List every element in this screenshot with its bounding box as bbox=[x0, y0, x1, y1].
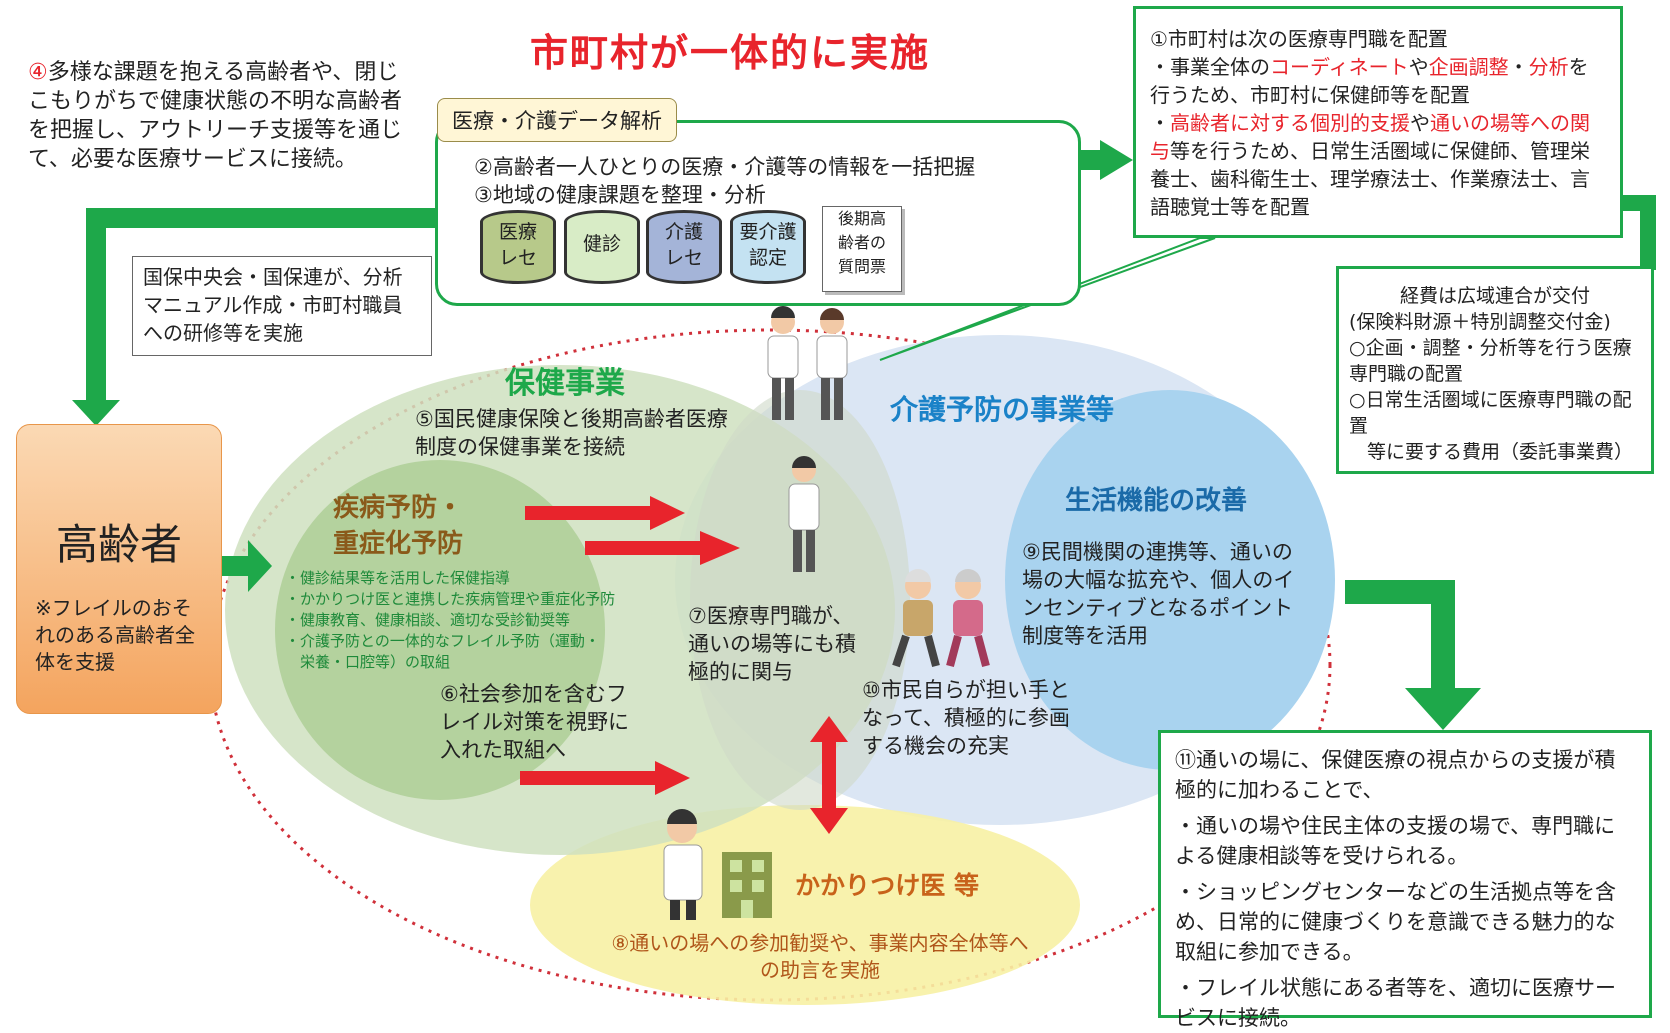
staffing-bullet-1: ・事業全体のコーディネートや企画調整・分析を行うため、市町村に保健師等を配置 bbox=[1150, 55, 1589, 107]
funding-head: 経費は広域連合が交付 bbox=[1399, 285, 1590, 307]
nurse-icon bbox=[788, 456, 820, 572]
benefits-bullet-2: ・ショッピングセンターなどの生活拠点等を含め、日常的に健康づくりを意識できる魅力… bbox=[1175, 880, 1616, 964]
kokuho-note: 国保中央会・国保連が、分析マニュアル作成・市町村職員への研修等を実施 bbox=[132, 256, 432, 356]
db-medical-receipt: 医療 レセ bbox=[480, 210, 556, 284]
db-checkup: 健診 bbox=[564, 210, 640, 284]
red-arrows bbox=[520, 496, 848, 834]
clinic-building-icon bbox=[722, 852, 772, 918]
item-7: ⑦医療専門職が、通いの場等にも積極的に関与 bbox=[688, 604, 856, 684]
funding-item-2: ○日常生活圏域に医療専門職の配置 bbox=[1349, 389, 1632, 437]
nurse-icon-pair bbox=[767, 306, 848, 420]
funding-item-1: ○企画・調整・分析等を行う医療専門職の配置 bbox=[1349, 337, 1632, 385]
shippei-bullets: ・健診結果等を活用した保健指導 ・かかりつけ医と連携した疾病管理や重症化予防 ・… bbox=[285, 568, 665, 673]
elderly-note: ※フレイルのおそれのある高齢者全体を支援 bbox=[35, 596, 195, 674]
db-care-certification: 要介護 認定 bbox=[730, 210, 806, 284]
questionnaire-doc: 後期高 齢者の 質問票 bbox=[822, 206, 902, 292]
seikatsu-title: 生活機能の改善 bbox=[1065, 486, 1248, 516]
elderly-title: 高齢者 bbox=[55, 520, 182, 569]
doctor-icon bbox=[663, 809, 703, 920]
funding-box: 経費は広域連合が交付 (保険料財源＋特別調整交付金) ○企画・調整・分析等を行う… bbox=[1336, 266, 1654, 474]
shippei-circle bbox=[275, 460, 605, 800]
page-title: 市町村が一体的に実施 bbox=[530, 31, 931, 75]
hoken-title: 保健事業 bbox=[505, 366, 625, 401]
seikatsu-circle bbox=[1005, 390, 1335, 770]
doctor-title: かかりつけ医 等 bbox=[795, 871, 979, 900]
benefits-bullet-3: ・フレイル状態にある者等を、適切に医療サービスに接続。 bbox=[1175, 976, 1616, 1030]
staffing-bullet-2: ・高齢者に対する個別的支援や通いの場等への関与等を行うため、日常生活圏域に保健師… bbox=[1150, 111, 1590, 219]
shippei-bullet-4: ・介護予防との一体的なフレイル予防（運動・ bbox=[285, 632, 600, 650]
funding-tail: 等に要する費用（委託事業費） bbox=[1367, 441, 1634, 463]
note-outreach: ④多様な課題を抱える高齢者や、閉じこもりがちで健康状態の不明な高齢者を把握し、ア… bbox=[28, 58, 418, 174]
benefits-head: ⑪通いの場に、保健医療の視点からの支援が積極的に加わることで、 bbox=[1175, 748, 1616, 802]
funding-source: (保険料財源＋特別調整交付金) bbox=[1349, 311, 1611, 333]
shippei-bullet-1: ・健診結果等を活用した保健指導 bbox=[285, 569, 511, 587]
benefits-bullet-1: ・通いの場や住民主体の支援の場で、専門職による健康相談等を受けられる。 bbox=[1175, 814, 1616, 868]
staffing-box: ①市町村は次の医療専門職を配置 ・事業全体のコーディネートや企画調整・分析を行う… bbox=[1133, 6, 1623, 238]
shippei-bullet-3: ・健康教育、健康相談、適切な受診勧奨等 bbox=[285, 611, 571, 629]
hoken-item-6: ⑥社会参加を含むフレイル対策を視野に入れた取組へ bbox=[440, 682, 629, 762]
kaigo-item-10: ⑩市民自らが担い手となって、積極的に参画する機会の充実 bbox=[862, 678, 1070, 758]
kaigo-item-9: ⑨民間機関の連携等、通いの場の大幅な拡充や、個人のインセンティブとなるポイント制… bbox=[1022, 540, 1295, 648]
db-care-receipt: 介護 レセ bbox=[646, 210, 722, 284]
shippei-bullet-2: ・かかりつけ医と連携した疾病管理や重症化予防 bbox=[285, 590, 616, 608]
kaigo-title: 介護予防の事業等 bbox=[890, 393, 1115, 426]
green-arrows bbox=[72, 140, 1656, 730]
shippei-title: 疾病予防・ 重症化予防 bbox=[332, 493, 463, 559]
note-text: 多様な課題を抱える高齢者や、閉じこもりがちで健康状態の不明な高齢者を把握し、アウ… bbox=[28, 60, 403, 172]
staffing-head: ①市町村は次の医療専門職を配置 bbox=[1150, 27, 1448, 51]
data-line-3: ③地域の健康課題を整理・分析 bbox=[474, 183, 766, 207]
benefits-box: ⑪通いの場に、保健医療の視点からの支援が積極的に加わることで、 ・通いの場や住民… bbox=[1158, 730, 1652, 1030]
doctor-item-8: ⑧通いの場への参加勧奨や、事業内容全体等への助言を実施 bbox=[611, 931, 1029, 982]
elderly-box: 高齢者 ※フレイルのおそれのある高齢者全体を支援 bbox=[16, 424, 222, 714]
elderly-couple-icon bbox=[892, 569, 990, 668]
shippei-bullet-5: 栄養・口腔等）の取組 bbox=[285, 653, 451, 671]
note-number: ④ bbox=[28, 60, 48, 85]
data-line-2: ②高齢者一人ひとりの医療・介護等の情報を一括把握 bbox=[474, 155, 976, 179]
data-analysis-tag: 医療・介護データ解析 bbox=[437, 98, 677, 142]
hoken-item-5: ⑤国民健康保険と後期高齢者医療制度の保健事業を接続 bbox=[415, 407, 728, 459]
